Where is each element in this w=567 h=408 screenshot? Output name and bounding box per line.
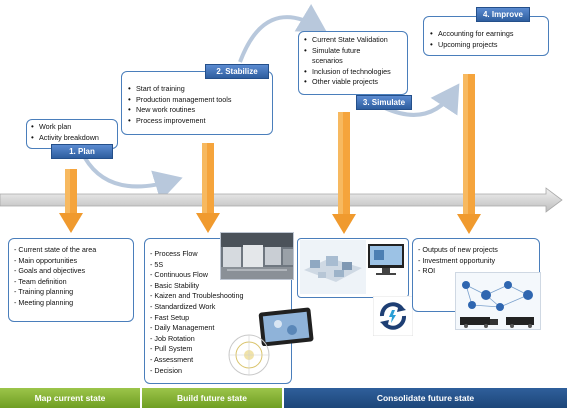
curve-stabilize-to-simulate <box>238 3 327 63</box>
orange-arrow-build <box>196 143 220 233</box>
phase-build-future-state: Build future state <box>142 388 282 408</box>
tablet-image <box>258 306 316 346</box>
stabilize-item: Start of training <box>127 84 267 95</box>
map-output-item: Training planning <box>14 287 128 298</box>
improve-item: Upcoming projects <box>429 40 543 51</box>
phase-consolidate-future-state: Consolidate future state <box>284 388 567 408</box>
simulate-item: Other viable projects <box>303 77 403 88</box>
simulate-label: 3. Simulate <box>356 95 412 110</box>
map-output-item: Meeting planning <box>14 298 128 309</box>
factory-floor-image <box>220 232 294 280</box>
build-output-item: Continuous Flow <box>150 270 286 281</box>
build-output-item: Daily Management <box>150 323 286 334</box>
simulate-box: Current State Validation Simulate future… <box>298 31 408 95</box>
build-output-item: Fast Setup <box>150 313 286 324</box>
improve-box: Accounting for earnings Upcoming project… <box>423 16 549 56</box>
map-output-item: Current state of the area <box>14 245 128 256</box>
map-output-item: Goals and objectives <box>14 266 128 277</box>
stabilize-item: Production management tools <box>127 95 267 106</box>
improve-item: Accounting for earnings <box>429 29 543 40</box>
curve-plan-to-stabilize <box>83 156 183 202</box>
build-output-item: 5S <box>150 260 286 271</box>
build-output-item: Process Flow <box>150 249 286 260</box>
simulate-item: Current State Validation <box>303 35 403 46</box>
build-output-item: Standardized Work <box>150 302 286 313</box>
factory-simulation-image <box>300 240 366 294</box>
build-output-item: Kaizen and Troubleshooting <box>150 291 286 302</box>
monitor-image <box>366 242 406 278</box>
map-output-item: Main opportunities <box>14 256 128 267</box>
plan-label: 1. Plan <box>51 144 113 159</box>
build-output-item: Pull System <box>150 344 286 355</box>
build-output-item: Job Rotation <box>150 334 286 345</box>
build-output-item: Assessment <box>150 355 286 366</box>
orange-arrow-plan <box>59 169 83 233</box>
circular-diagram-image <box>222 332 276 378</box>
plan-item: Activity breakdown <box>30 133 114 144</box>
stabilize-item: Process improvement <box>127 116 267 127</box>
plan-item: Work plan <box>30 122 114 133</box>
consolidate-output-item: Outputs of new projects <box>418 245 534 256</box>
consolidate-output-item: ROI <box>418 266 534 277</box>
map-output-box: Current state of the area Main opportuni… <box>8 238 134 322</box>
build-output-item: Basic Stability <box>150 281 286 292</box>
simulate-item: Simulate future scenarios <box>303 46 392 67</box>
simulate-item: Inclusion of technologies <box>303 67 403 78</box>
logistics-network-image <box>455 272 541 330</box>
build-output-item: Decision <box>150 366 286 377</box>
cycle-icon <box>372 295 414 337</box>
curve-simulate-to-improve <box>384 83 460 117</box>
timeline-arrow <box>0 187 563 213</box>
consolidate-output-item: Investment opportunity <box>418 256 534 267</box>
stabilize-box: Start of training Production management … <box>121 71 273 135</box>
phase-map-current-state: Map current state <box>0 388 140 408</box>
orange-arrow-simulate <box>332 112 356 234</box>
stabilize-item: New work routines <box>127 105 267 116</box>
orange-arrow-improve <box>457 74 481 234</box>
stabilize-label: 2. Stabilize <box>205 64 269 79</box>
improve-label: 4. Improve <box>476 7 530 22</box>
map-output-item: Team definition <box>14 277 128 288</box>
